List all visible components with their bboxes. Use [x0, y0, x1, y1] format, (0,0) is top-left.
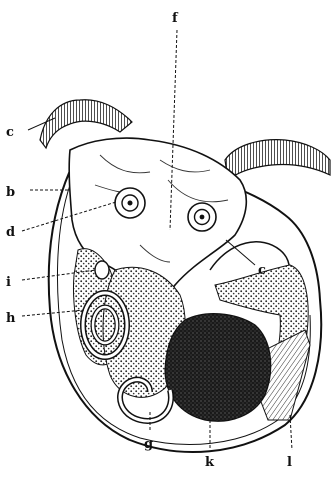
label-f: f [172, 11, 179, 26]
label-k: k [205, 455, 215, 470]
label-c-left: c [6, 125, 14, 140]
label-d: d [6, 225, 15, 240]
label-c-right: c [258, 263, 266, 278]
label-i: i [6, 275, 11, 290]
eye-right [188, 203, 216, 231]
label-g: g [144, 437, 153, 452]
dark-mass [165, 314, 271, 422]
label-l: l [287, 455, 292, 470]
label-h: h [6, 311, 16, 326]
small-organ [95, 261, 109, 279]
label-b: b [6, 185, 15, 200]
right-fringe [225, 140, 330, 180]
eye-left [115, 188, 145, 218]
